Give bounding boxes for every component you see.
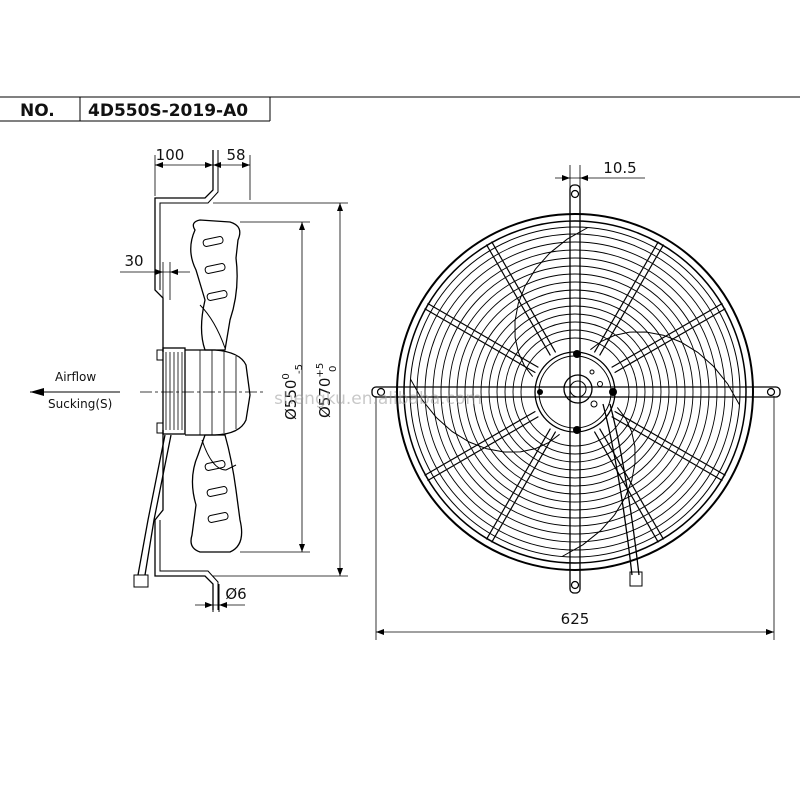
fan-blade-edge (561, 407, 636, 557)
dim-depth: 100 58 (154, 146, 251, 200)
title-no-label: NO. (20, 101, 55, 121)
guard-spoke (593, 241, 659, 353)
fan-blade-edge (514, 227, 589, 377)
dim-30: 30 (120, 252, 190, 300)
guard-spoke (491, 241, 557, 353)
blade-side-lower (190, 434, 243, 553)
dim-100-label: 100 (156, 146, 185, 164)
guard-ring (432, 249, 718, 535)
dim-d6: Ø6 (195, 585, 247, 608)
dim-10-5: 10.5 (555, 159, 645, 190)
watermark: shengku.en.alibaba.com (274, 389, 482, 409)
sucking-label: Sucking(S) (48, 397, 112, 411)
guard-spoke (424, 308, 536, 374)
side-view: Airflow Sucking(S) 100 58 30 (30, 146, 348, 612)
fan-blade-edge (410, 378, 560, 453)
motor-side (156, 347, 251, 436)
guard-ring (488, 305, 662, 479)
guard-ring (456, 273, 694, 511)
dim-d550-label: Ø5500 (281, 373, 300, 420)
dim-625: 625 (375, 396, 775, 640)
airflow-label: Airflow (55, 370, 96, 384)
guard-ring (520, 337, 630, 447)
guard-ring (512, 329, 638, 455)
guard-ring (504, 321, 646, 463)
fan-blade-edge (590, 331, 740, 406)
dim-10-5-label: 10.5 (603, 159, 636, 177)
airflow-indicator: Airflow Sucking(S) (30, 370, 120, 411)
guard-rim (403, 220, 747, 564)
blade-lower-slots (204, 460, 229, 523)
dim-d550-sub: -5 (294, 364, 305, 374)
guard-rim (396, 213, 754, 571)
dim-30-label: 30 (124, 252, 143, 270)
dim-d6-label: Ø6 (225, 585, 246, 603)
guard-spoke (611, 302, 723, 368)
dim-d570-label: Ø570+5 (315, 363, 334, 418)
guard-ring (464, 281, 686, 503)
title-block: NO. 4D550S-2019-A0 (0, 96, 800, 122)
guard-rim (409, 226, 741, 558)
guard-side-outline (154, 150, 214, 610)
guard-spoke (485, 244, 551, 356)
dim-58-label: 58 (226, 146, 245, 164)
front-view: 10.5 625 (371, 159, 781, 640)
guard-ring (472, 289, 678, 495)
guard-ring (496, 313, 654, 471)
title-model-number: 4D550S-2019-A0 (88, 101, 248, 121)
cable-front (602, 403, 640, 576)
guard-spoke (424, 410, 536, 476)
guard-spoke (614, 410, 726, 476)
fan-blades-front (410, 227, 740, 557)
dim-d570: Ø570+5 0 (213, 202, 348, 577)
guard-ring (416, 233, 734, 551)
guard-ring (424, 241, 726, 543)
guard-ring (440, 257, 710, 527)
guard-side-inner (159, 150, 219, 610)
dim-d570-sub: 0 (328, 366, 339, 372)
motor-hub-front (534, 350, 617, 434)
guard-spoke (614, 308, 726, 374)
guard-spoke (599, 428, 665, 540)
guard-spoke (427, 416, 539, 482)
blade-side-upper (190, 219, 241, 351)
guard-rings (396, 213, 754, 571)
guard-spoke (491, 431, 557, 543)
blade-upper-slots (202, 236, 228, 301)
dim-d550: Ø5500 -5 (240, 221, 310, 553)
cable-side (137, 434, 172, 576)
guard-ring (448, 265, 702, 519)
dim-625-label: 625 (561, 610, 590, 628)
guard-ring (480, 297, 670, 487)
